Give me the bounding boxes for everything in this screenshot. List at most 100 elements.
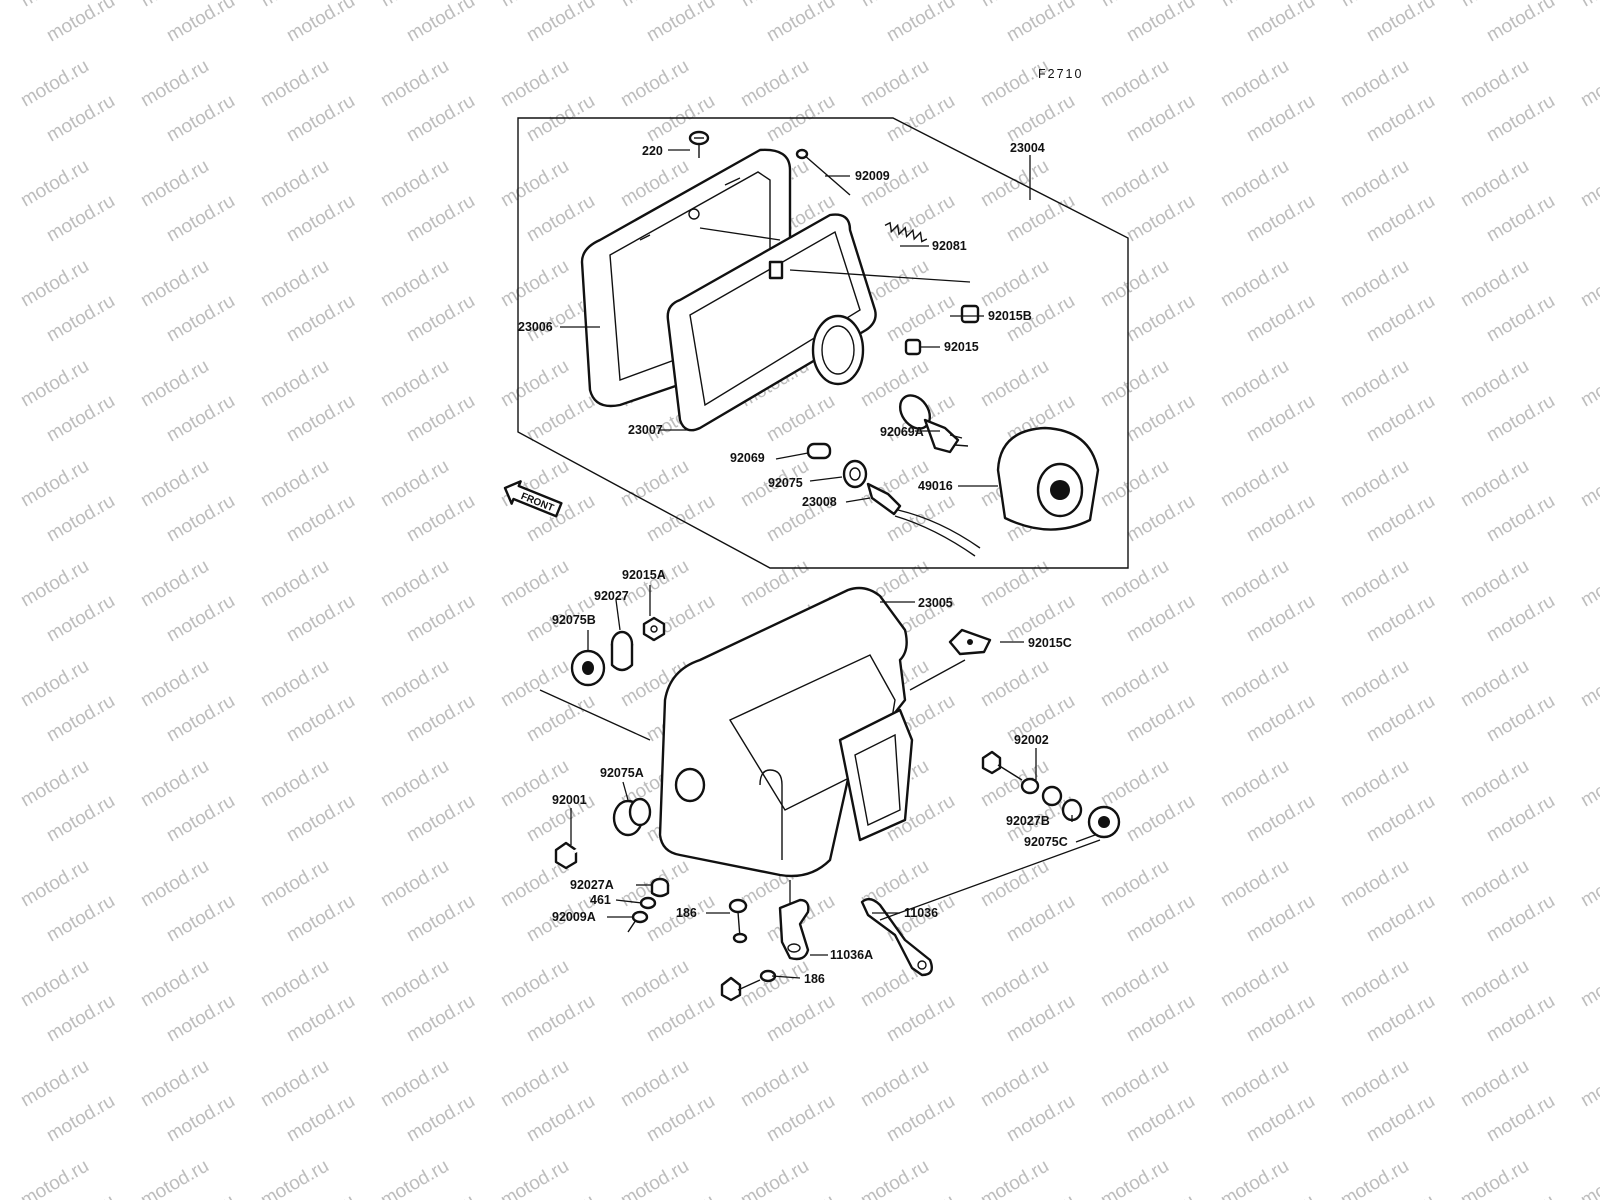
watermark-text: motod.ru bbox=[1217, 556, 1292, 612]
nut-92015 bbox=[904, 338, 922, 356]
clip-nut-92015C bbox=[948, 628, 992, 656]
watermark-text: motod.ru bbox=[1337, 856, 1412, 912]
watermark-text: motod.ru bbox=[377, 1056, 452, 1112]
watermark-text: motod.ru bbox=[137, 856, 212, 912]
watermark-text: motod.ru bbox=[283, 1091, 358, 1147]
watermark-text: motod.ru bbox=[257, 1156, 332, 1200]
watermark-text: motod.ru bbox=[1457, 656, 1532, 712]
watermark-text: motod.ru bbox=[497, 956, 572, 1012]
watermark-text: motod.ru bbox=[497, 1056, 572, 1112]
watermark-text: motod.ru bbox=[1003, 891, 1078, 947]
callout-92027A: 92027A bbox=[570, 878, 614, 892]
watermark-text: motod.ru bbox=[377, 856, 452, 912]
watermark-text: motod.ru bbox=[1483, 491, 1558, 547]
watermark-text: motod.ru bbox=[17, 956, 92, 1012]
callout-11036: 11036 bbox=[904, 906, 938, 920]
screw-220 bbox=[688, 130, 710, 158]
watermark-text: motod.ru bbox=[377, 756, 452, 812]
watermark-text: motod.ru bbox=[137, 1056, 212, 1112]
watermark-text: motod.ru bbox=[43, 991, 118, 1047]
bolt-186-upper bbox=[728, 898, 748, 944]
watermark-text: motod.ru bbox=[283, 591, 358, 647]
watermark-text: motod.ru bbox=[977, 656, 1052, 712]
watermark-text: motod.ru bbox=[1097, 556, 1172, 612]
watermark-text: motod.ru bbox=[977, 156, 1052, 212]
callout-220: 220 bbox=[642, 144, 663, 158]
watermark-text: motod.ru bbox=[377, 56, 452, 112]
watermark-text: motod.ru bbox=[1483, 791, 1558, 847]
watermark-text: motod.ru bbox=[1363, 1091, 1438, 1147]
callout-92002: 92002 bbox=[1014, 733, 1049, 747]
cap-49016 bbox=[996, 426, 1100, 531]
watermark-text: motod.ru bbox=[1363, 891, 1438, 947]
callout-92015B: 92015B bbox=[988, 309, 1032, 323]
watermark-text: motod.ru bbox=[1363, 391, 1438, 447]
watermark-text: motod.ru bbox=[1483, 1091, 1558, 1147]
watermark-text: motod.ru bbox=[1457, 856, 1532, 912]
watermark-text: motod.ru bbox=[763, 991, 838, 1047]
watermark-text: motod.ru bbox=[883, 0, 958, 46]
figure-code: F2710 bbox=[1038, 67, 1083, 81]
watermark-text: motod.ru bbox=[883, 991, 958, 1047]
watermark-text: motod.ru bbox=[1457, 1156, 1532, 1200]
watermark-text: motod.ru bbox=[283, 391, 358, 447]
watermark-text: motod.ru bbox=[283, 991, 358, 1047]
watermark-text: motod.ru bbox=[283, 291, 358, 347]
watermark-text: motod.ru bbox=[43, 791, 118, 847]
watermark-text: motod.ru bbox=[1097, 256, 1172, 312]
washer-461 bbox=[639, 896, 657, 910]
watermark-text: motod.ru bbox=[1337, 356, 1412, 412]
watermark-text: motod.ru bbox=[403, 1091, 478, 1147]
watermark-text: motod.ru bbox=[403, 91, 478, 147]
watermark-text: motod.ru bbox=[617, 956, 692, 1012]
watermark-text: motod.ru bbox=[1217, 1056, 1292, 1112]
watermark-text: motod.ru bbox=[137, 356, 212, 412]
watermark-text: motod.ru bbox=[163, 791, 238, 847]
watermark-text: motod.ru bbox=[163, 391, 238, 447]
watermark-text: motod.ru bbox=[1217, 356, 1292, 412]
watermark-text: motod.ru bbox=[163, 1091, 238, 1147]
watermark-text: motod.ru bbox=[43, 191, 118, 247]
watermark-text: motod.ru bbox=[1577, 1056, 1600, 1112]
watermark-text: motod.ru bbox=[737, 556, 812, 612]
watermark-text: motod.ru bbox=[1483, 391, 1558, 447]
watermark-text: motod.ru bbox=[1483, 291, 1558, 347]
watermark-text: motod.ru bbox=[1243, 991, 1318, 1047]
bracket-11036 bbox=[860, 897, 933, 977]
watermark-text: motod.ru bbox=[523, 0, 598, 46]
collar-92027A bbox=[650, 877, 670, 898]
watermark-text: motod.ru bbox=[497, 556, 572, 612]
watermark-text: motod.ru bbox=[1577, 856, 1600, 912]
watermark-text: motod.ru bbox=[1097, 1056, 1172, 1112]
watermark-text: motod.ru bbox=[377, 456, 452, 512]
callout-92015C: 92015C bbox=[1028, 636, 1072, 650]
watermark-text: motod.ru bbox=[403, 0, 478, 46]
nut-92015B bbox=[960, 304, 980, 324]
watermark-text: motod.ru bbox=[43, 591, 118, 647]
watermark-text: motod.ru bbox=[43, 291, 118, 347]
watermark-text: motod.ru bbox=[737, 56, 812, 112]
watermark-text: motod.ru bbox=[1243, 0, 1318, 46]
watermark-text: motod.ru bbox=[1337, 1156, 1412, 1200]
watermark-text: motod.ru bbox=[497, 356, 572, 412]
watermark-text: motod.ru bbox=[1363, 691, 1438, 747]
watermark-text: motod.ru bbox=[1577, 556, 1600, 612]
watermark-text: motod.ru bbox=[1363, 91, 1438, 147]
watermark-text: motod.ru bbox=[137, 1156, 212, 1200]
callout-92001: 92001 bbox=[552, 793, 587, 807]
watermark-text: motod.ru bbox=[43, 491, 118, 547]
watermark-text: motod.ru bbox=[1243, 391, 1318, 447]
socket-23008 bbox=[866, 482, 981, 557]
watermark-text: motod.ru bbox=[1577, 156, 1600, 212]
watermark-text: motod.ru bbox=[1337, 556, 1412, 612]
watermark-text: motod.ru bbox=[977, 356, 1052, 412]
watermark-text: motod.ru bbox=[257, 356, 332, 412]
watermark-text: motod.ru bbox=[1483, 191, 1558, 247]
watermark-text: motod.ru bbox=[977, 56, 1052, 112]
watermark-text: motod.ru bbox=[1337, 756, 1412, 812]
callout-23008: 23008 bbox=[802, 495, 837, 509]
watermark-text: motod.ru bbox=[977, 556, 1052, 612]
watermark-text: motod.ru bbox=[163, 491, 238, 547]
callout-92081: 92081 bbox=[932, 239, 967, 253]
watermark-text: motod.ru bbox=[1217, 956, 1292, 1012]
